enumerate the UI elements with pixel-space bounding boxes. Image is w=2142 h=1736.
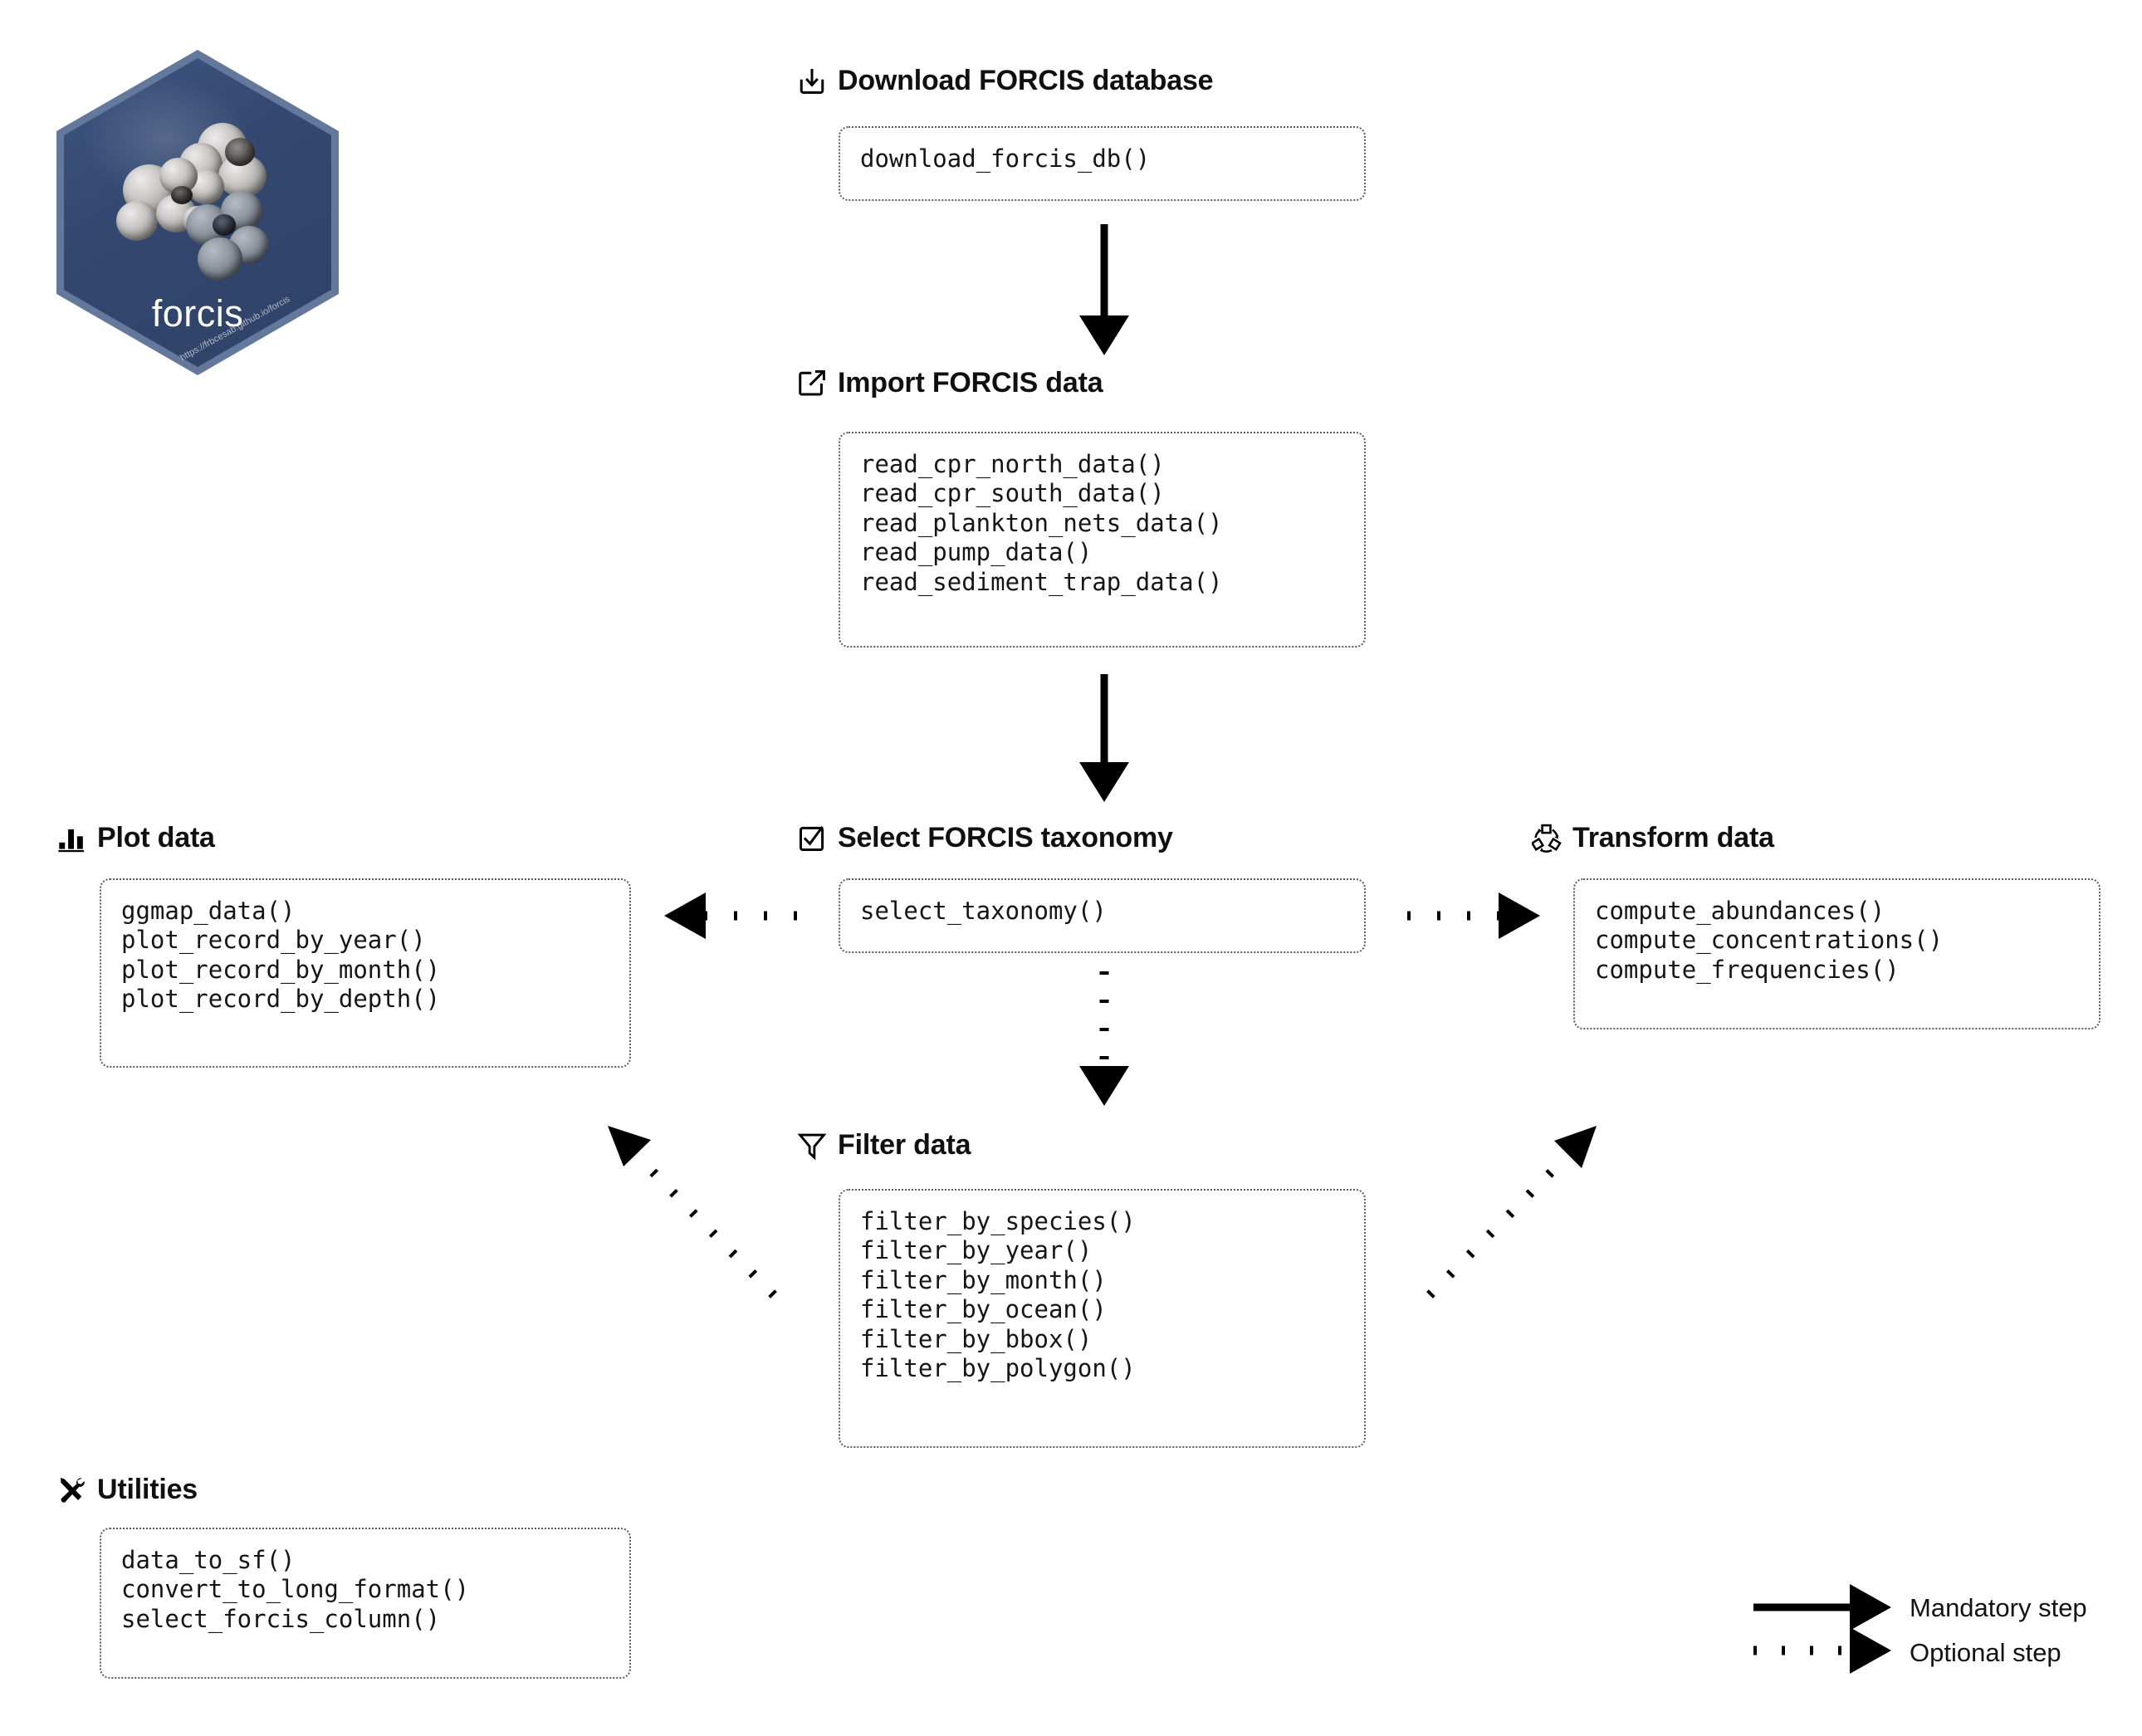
funnel-icon [797, 1133, 827, 1160]
arrow-select-to-filter [1079, 971, 1129, 1106]
checkbox-checked-icon [800, 825, 824, 851]
function-name: filter_by_species() [860, 1207, 1136, 1235]
legend-label-mandatory: Mandatory step [1910, 1593, 2087, 1622]
tools-icon [61, 1477, 85, 1503]
arrow-import-to-select [1079, 674, 1129, 802]
section-header-plot: Plot data [56, 822, 215, 854]
function-name: read_plankton_nets_data() [860, 508, 1223, 537]
bar-chart-icon [58, 829, 84, 852]
function-box-select: select_taxonomy() [839, 878, 1366, 953]
legend: Mandatory step Optional step [1910, 1586, 2142, 1675]
function-name: compute_frequencies() [1595, 955, 1900, 984]
foram-cluster-left [116, 158, 223, 257]
legend-row-mandatory: Mandatory step [1910, 1586, 2142, 1631]
function-box-utilities: data_to_sf() convert_to_long_format() se… [100, 1528, 631, 1679]
legend-optional-arrow [1753, 1627, 1891, 1674]
function-name: filter_by_polygon() [860, 1353, 1136, 1382]
section-header-utilities: Utilities [56, 1474, 198, 1506]
section-title-select: Select FORCIS taxonomy [838, 822, 1173, 853]
function-name: data_to_sf() [121, 1546, 296, 1574]
function-name: select_forcis_column() [121, 1604, 441, 1633]
arrow-select-to-plot [664, 892, 797, 939]
arrow-download-to-import [1079, 224, 1129, 355]
function-name: read_cpr_south_data() [860, 479, 1165, 508]
function-name: filter_by_bbox() [860, 1324, 1093, 1353]
download-icon [800, 68, 824, 94]
function-name: filter_by_ocean() [860, 1295, 1107, 1324]
section-header-import: Import FORCIS data [797, 367, 1103, 399]
function-name: compute_abundances() [1595, 897, 1885, 925]
function-name: read_sediment_trap_data() [860, 567, 1223, 596]
section-header-transform: Transform data [1532, 822, 1774, 854]
transform-shapes-icon [1532, 824, 1562, 853]
section-title-utilities: Utilities [97, 1474, 198, 1505]
section-header-download: Download FORCIS database [797, 65, 1214, 97]
foram-cluster-top-right [179, 123, 277, 216]
function-box-transform: compute_abundances() compute_concentrati… [1573, 878, 2100, 1029]
arrow-filter-to-plot [608, 1126, 777, 1298]
function-name: filter_by_month() [860, 1265, 1107, 1294]
section-header-filter: Filter data [797, 1129, 971, 1161]
function-name: convert_to_long_format() [121, 1575, 470, 1604]
logo-label: forcis [151, 292, 244, 335]
foram-cluster-bottom [183, 189, 284, 289]
function-name: plot_record_by_depth() [121, 985, 441, 1014]
function-name: read_pump_data() [860, 538, 1093, 567]
legend-row-optional: Optional step [1910, 1631, 2142, 1675]
function-name: ggmap_data() [121, 897, 296, 925]
function-name: compute_concentrations() [1595, 926, 1944, 955]
function-box-plot: ggmap_data() plot_record_by_year() plot_… [100, 878, 631, 1068]
section-header-select: Select FORCIS taxonomy [797, 822, 1173, 854]
section-title-plot: Plot data [97, 822, 215, 853]
legend-label-optional: Optional step [1910, 1638, 2061, 1667]
function-name: plot_record_by_month() [121, 955, 441, 984]
function-box-download: download_forcis_db() [839, 126, 1366, 201]
function-box-filter: filter_by_species() filter_by_year() fil… [839, 1189, 1366, 1448]
function-name: download_forcis_db() [860, 144, 1151, 173]
import-icon [799, 369, 825, 396]
arrow-filter-to-transform [1426, 1126, 1597, 1298]
arrow-select-to-transform [1407, 892, 1540, 939]
section-title-download: Download FORCIS database [838, 65, 1214, 96]
legend-mandatory-arrow [1753, 1584, 1891, 1631]
section-title-filter: Filter data [838, 1129, 971, 1161]
forcis-logo: forcis https://frbcesab.github.io/forcis [56, 50, 339, 375]
function-name: select_taxonomy() [860, 897, 1107, 925]
function-name: read_cpr_north_data() [860, 450, 1165, 478]
section-title-transform: Transform data [1572, 822, 1774, 853]
section-title-import: Import FORCIS data [838, 367, 1103, 399]
function-box-import: read_cpr_north_data() read_cpr_south_dat… [839, 432, 1366, 648]
function-name: plot_record_by_year() [121, 926, 426, 955]
function-name: filter_by_year() [860, 1236, 1093, 1265]
